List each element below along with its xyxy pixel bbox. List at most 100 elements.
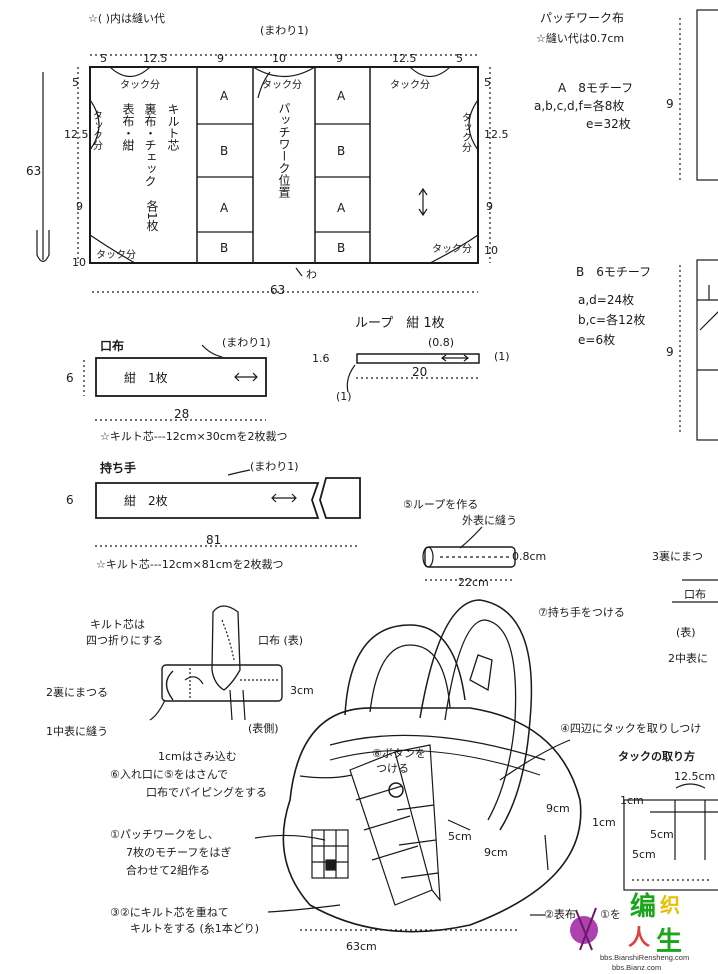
step6-line2: 口布でパイピングをする xyxy=(146,785,267,799)
dim-left-4: 10 xyxy=(72,256,86,269)
quilt-core-label: キルト芯 xyxy=(166,103,180,151)
step6-line1: ⑥入れ口に⑤をはさんで xyxy=(110,768,228,781)
loop-width-08: (0.8) xyxy=(428,336,454,349)
dim-height-63: 63 xyxy=(26,164,41,178)
col-a-4: B xyxy=(220,241,228,255)
wm-char-3: 人 xyxy=(628,926,650,951)
motif-b-line3: e=6枚 xyxy=(578,332,615,347)
mawari-top: (まわり1) xyxy=(260,24,309,37)
binding-3cm: 3cm xyxy=(290,684,314,697)
wm-char-2: 织 xyxy=(660,893,680,917)
seam-note: ☆( )内は縫い代 xyxy=(88,11,165,25)
loop-title: ループ 紺 1枚 xyxy=(355,316,445,331)
tuck-bottom-right: タック分 xyxy=(432,243,472,255)
bag-body-outline xyxy=(282,707,582,933)
kuchinuno-note: ☆キルト芯---12cm×30cmを2枚裁つ xyxy=(100,429,288,443)
bag-width-63cm: 63cm xyxy=(346,940,377,953)
handle-note: ☆キルト芯---12cm×81cmを2枚裁つ xyxy=(96,557,284,571)
kuchinuno-mawari: (まわり1) xyxy=(222,336,271,349)
handle-title: 持ち手 xyxy=(100,460,136,475)
dim-top-3: 9 xyxy=(217,52,224,65)
step2-back-stitch: 2裏にまつる xyxy=(46,685,108,699)
kuchinuno-height: 6 xyxy=(66,371,74,385)
motif-b-line1: a,d=24枚 xyxy=(578,292,634,307)
col-a-3: A xyxy=(220,201,229,215)
step8-line1: ⑧ボタンを xyxy=(372,747,426,760)
patch-dim-9a: 9 xyxy=(666,97,674,111)
loop-seam-right: (1) xyxy=(494,350,510,363)
tuck-left: タック分 xyxy=(91,110,103,151)
tuck-top-1: タック分 xyxy=(120,79,160,91)
wm-url-2: bbs.Bianz.com xyxy=(612,963,661,972)
col-b-1: A xyxy=(337,89,346,103)
kuchinuno-pattern xyxy=(95,357,267,397)
omote-right: (表) xyxy=(676,625,696,639)
col-b-2: B xyxy=(337,144,345,158)
dim-left-2: 12.5 xyxy=(64,128,89,141)
handle-label: 紺 2枚 xyxy=(124,493,168,508)
outer-side: (表側) xyxy=(248,721,279,735)
bag-9cm-a: 9cm xyxy=(546,802,570,815)
step1-line1: ①パッチワークをし、 xyxy=(110,828,219,841)
loop-height: 1.6 xyxy=(312,352,330,365)
kuchinuno-title: 口布 xyxy=(100,338,124,353)
dim-top-1: 5 xyxy=(100,52,107,65)
step7-label: ⑦持ち手をつける xyxy=(538,605,625,619)
dim-top-7: 5 xyxy=(456,52,463,65)
tuck-1cm-b: 1cm xyxy=(592,816,616,829)
outer-label: 表布・紺 xyxy=(121,103,135,151)
each-one-label: 各1枚 xyxy=(145,199,159,233)
loop-pattern xyxy=(356,353,480,364)
handle-mawari: (まわり1) xyxy=(250,460,299,473)
tuck-bottom-left: タック分 xyxy=(96,249,136,261)
dim-top-6: 12.5 xyxy=(392,52,417,65)
wm-char-1: 编 xyxy=(630,891,656,922)
dim-right-2: 12.5 xyxy=(484,128,509,141)
step1-line2: 7枚のモチーフをはぎ xyxy=(126,845,231,859)
kuchinuno-label: 紺 1枚 xyxy=(124,370,168,385)
dim-left-3: 9 xyxy=(76,200,83,213)
dim-left-1: 5 xyxy=(72,76,79,89)
tuck-5cm-a: 5cm xyxy=(650,828,674,841)
loop-length: 20 xyxy=(412,365,427,379)
dim-right-1: 5 xyxy=(484,76,491,89)
dim-width-63: 63 xyxy=(270,283,285,297)
step1-ref: ①を xyxy=(600,908,621,921)
dim-top-5: 9 xyxy=(336,52,343,65)
wm-url-1: bbs.BianshiRensheng.com xyxy=(600,953,689,962)
motif-b-heading: B 6モチーフ xyxy=(576,265,651,279)
patch-dim-9b: 9 xyxy=(666,345,674,359)
quilt-fold-2: 四つ折りにする xyxy=(86,633,163,647)
handle-length: 81 xyxy=(206,533,221,547)
step4-tuck: ④四辺にタックを取りしつけ xyxy=(560,722,701,735)
step5-label: ⑤ループを作る xyxy=(403,498,478,511)
loop-08cm: 0.8cm xyxy=(512,550,546,563)
wm-char-4: 生 xyxy=(656,927,682,957)
tuck-top-3: タック分 xyxy=(390,79,430,91)
quilt-fold-1: キルト芯は xyxy=(90,617,145,631)
tuck-12-5cm: 12.5cm xyxy=(674,770,715,783)
handle-height: 6 xyxy=(66,493,74,507)
step2-omote: ②表布 xyxy=(544,907,576,921)
dim-top-4: 10 xyxy=(272,52,286,65)
dim-right-4: 10 xyxy=(484,244,498,257)
step1-sew: 1中表に縫う xyxy=(46,724,108,738)
tuck-1cm-a: 1cm xyxy=(620,794,644,807)
handle-pattern-left xyxy=(95,482,320,519)
bag-5cm: 5cm xyxy=(448,830,472,843)
col-b-3: A xyxy=(337,201,346,215)
binding-detail xyxy=(161,664,283,702)
patch-position-label: パッチワーク位置 xyxy=(277,102,291,198)
body-pattern-outline xyxy=(89,66,479,264)
dim-right-3: 9 xyxy=(486,200,493,213)
lining-label: 裏布・チェック xyxy=(143,102,157,187)
step1-line3: 合わせて2組作る xyxy=(126,863,210,877)
step3-line1: ③②にキルト芯を重ねて xyxy=(110,905,229,919)
bag-9cm-b: 9cm xyxy=(484,846,508,859)
tuck-right: タック分 xyxy=(460,112,472,153)
loop-22cm: 22cm xyxy=(458,576,489,589)
motif-a-line2: e=32枚 xyxy=(586,116,631,131)
kuchinuno-front: 口布 (表) xyxy=(258,633,303,647)
